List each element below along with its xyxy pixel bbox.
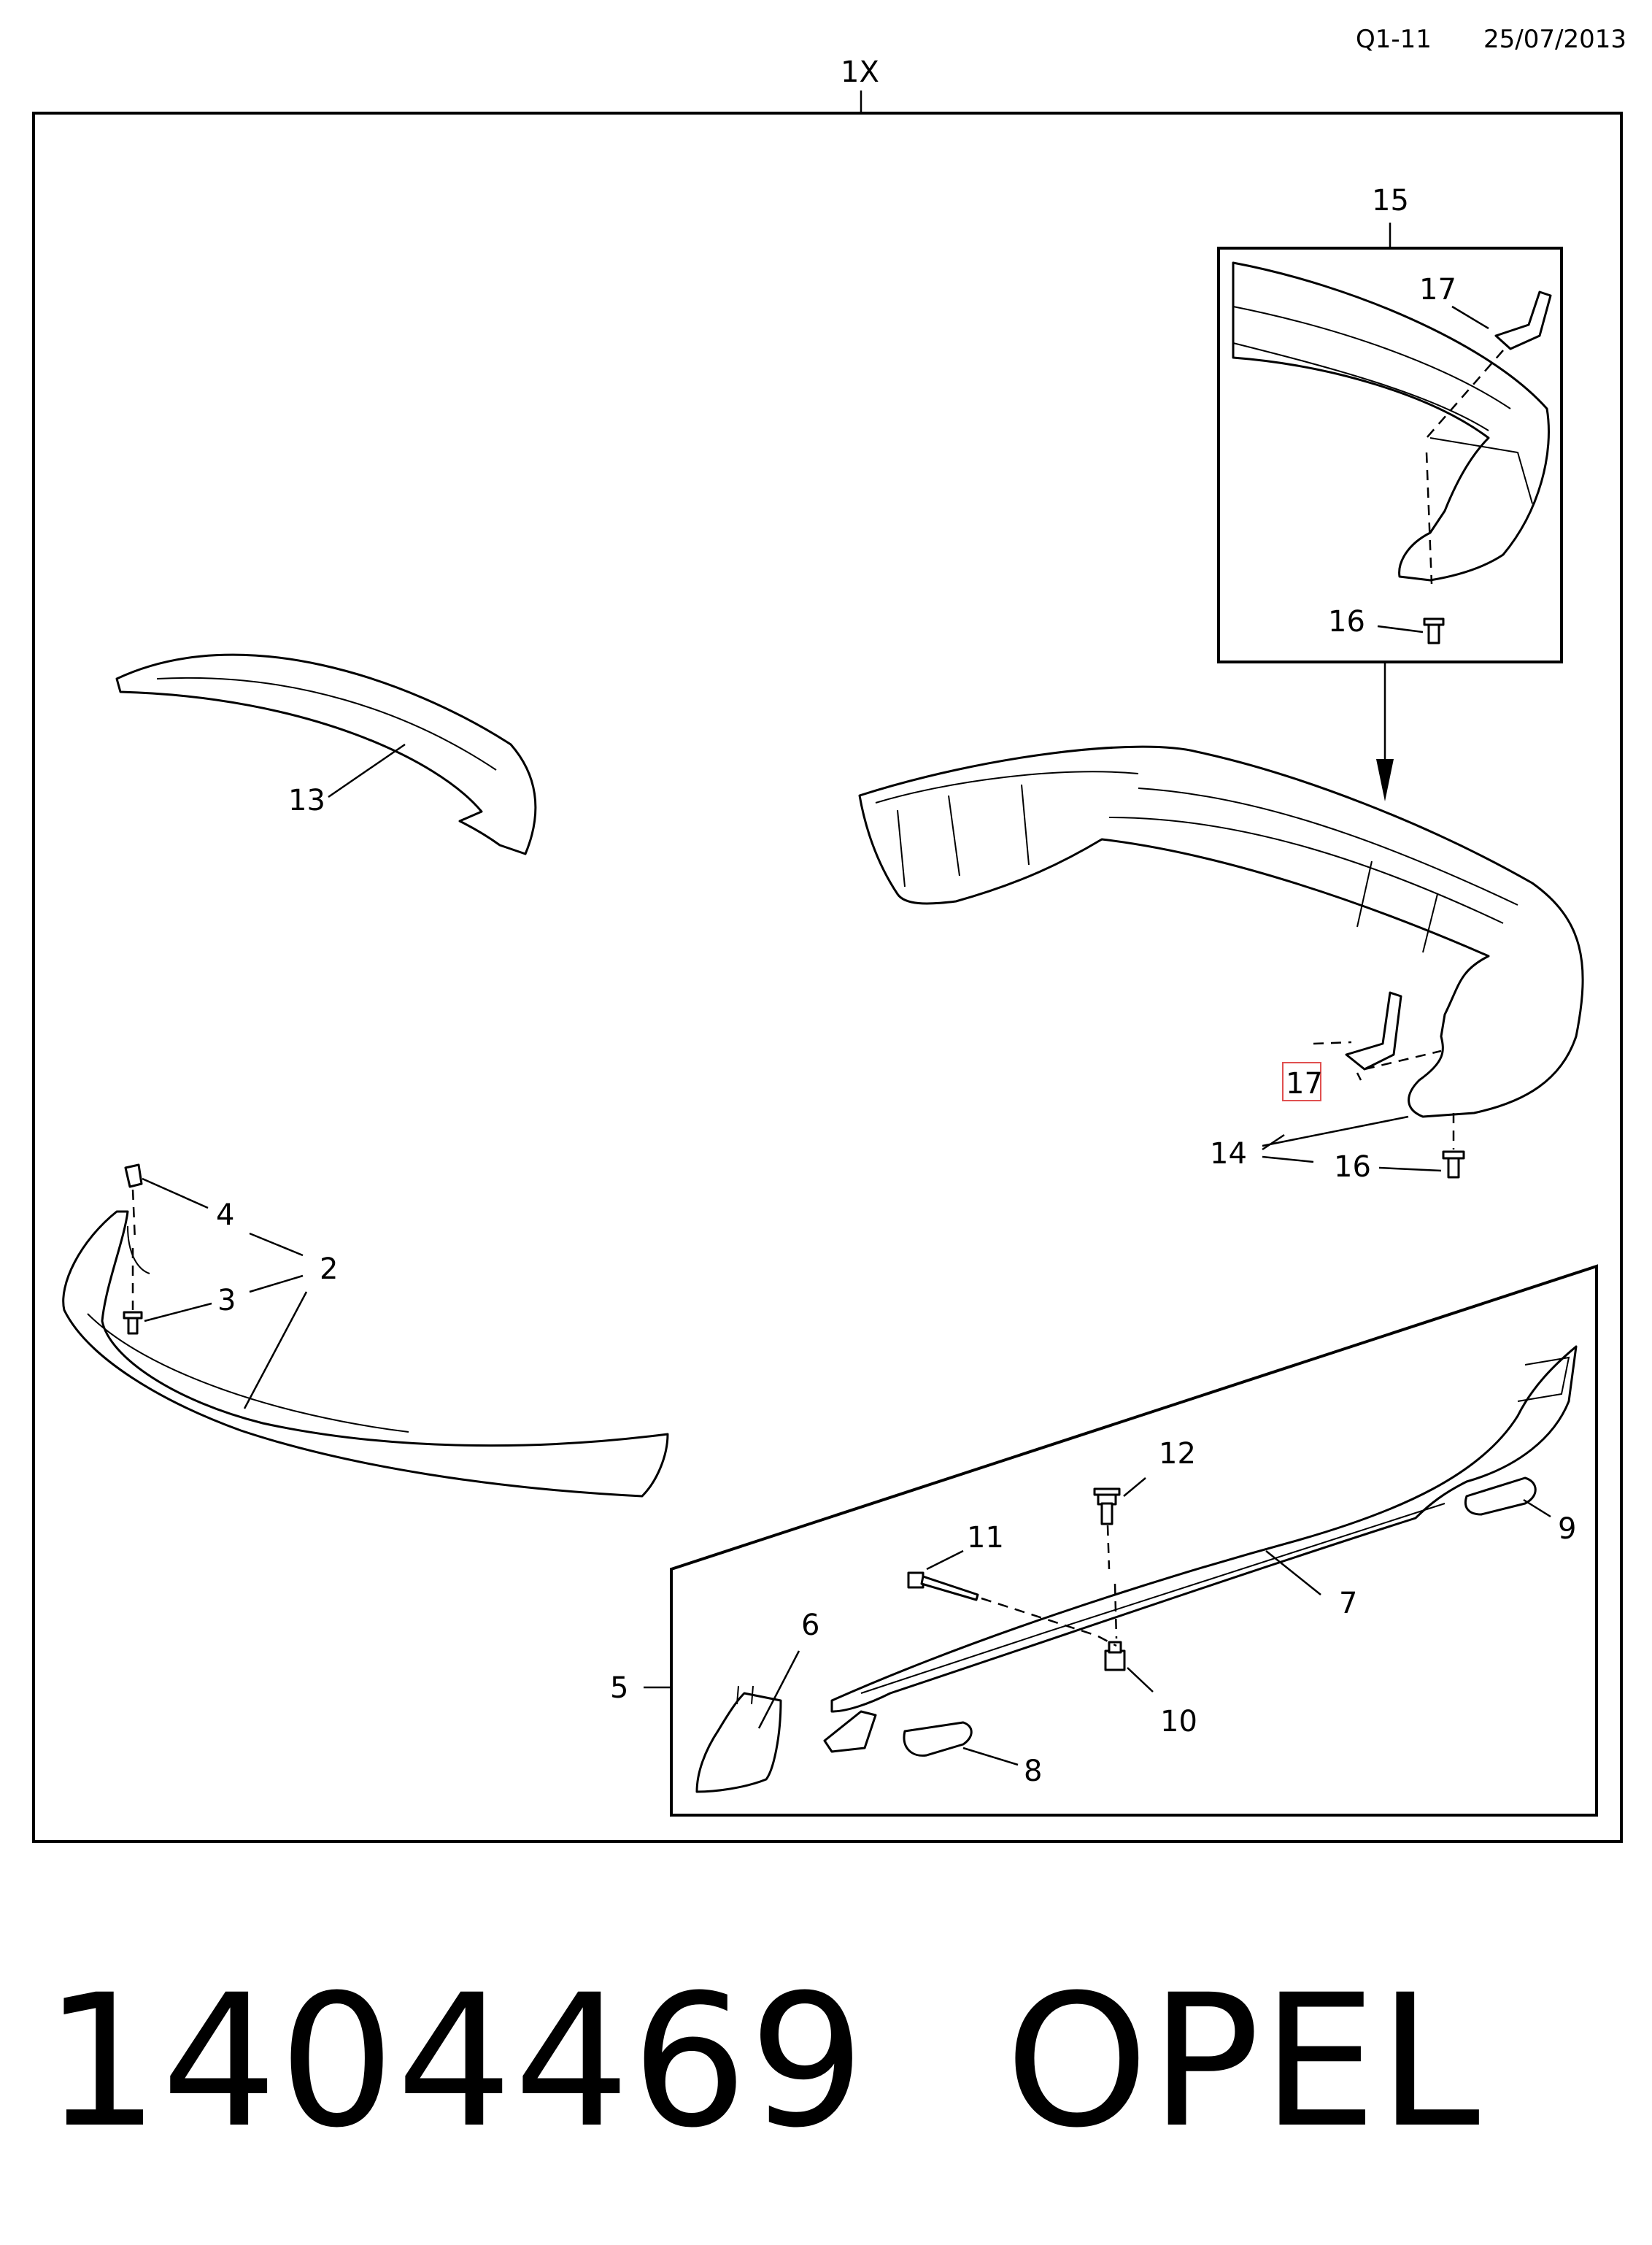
clip-part-8-b[interactable] — [823, 1710, 877, 1753]
callout-15: 15 — [1372, 184, 1409, 217]
callout-4: 4 — [216, 1198, 234, 1232]
rear-bumper-part-14[interactable] — [858, 745, 1584, 1118]
callout-5: 5 — [610, 1671, 628, 1705]
bracket-17-inset[interactable] — [1494, 290, 1552, 350]
callout-17-highlight — [1282, 1062, 1321, 1101]
callout-2: 2 — [320, 1252, 338, 1286]
screw-16-inset[interactable] — [1423, 617, 1445, 644]
bracket-17[interactable] — [1345, 991, 1402, 1071]
rear-bumper-detail-inset[interactable] — [1232, 261, 1550, 582]
callout-16-inset: 16 — [1328, 605, 1365, 639]
callout-3: 3 — [217, 1284, 236, 1317]
callout-11: 11 — [967, 1521, 1004, 1555]
assembly-label: 1X — [841, 55, 879, 89]
fastener-part-10[interactable] — [1104, 1641, 1126, 1671]
clip-part-9[interactable] — [1464, 1476, 1537, 1516]
brand-name: OPEL — [1005, 1955, 1482, 2168]
clip-part-8[interactable] — [903, 1721, 973, 1757]
part-number: 1404469 — [44, 1955, 867, 2168]
end-cap-part-6[interactable] — [695, 1685, 782, 1793]
bolt-part-11[interactable] — [907, 1571, 979, 1601]
callout-17: 17 — [1286, 1067, 1323, 1101]
grommet-part-12[interactable] — [1093, 1487, 1121, 1525]
inset-frame-15 — [1217, 247, 1563, 663]
screw-16[interactable] — [1442, 1150, 1465, 1179]
side-skirt-part-7[interactable] — [830, 1345, 1578, 1713]
callout-13: 13 — [288, 784, 325, 817]
callout-8: 8 — [1024, 1755, 1042, 1788]
callout-10: 10 — [1160, 1705, 1197, 1738]
spoiler-part-13[interactable] — [115, 653, 537, 855]
front-spoiler-part-2[interactable] — [62, 1210, 669, 1498]
callout-9: 9 — [1558, 1512, 1576, 1546]
screw-3[interactable] — [123, 1311, 143, 1335]
callout-17-inset: 17 — [1419, 273, 1456, 307]
inset-frame-5-outline — [670, 1264, 1598, 1817]
diagram-code: Q1-11 — [1356, 25, 1432, 54]
diagram-date: 25/07/2013 — [1483, 25, 1626, 54]
callout-12: 12 — [1159, 1437, 1196, 1471]
clip-4[interactable] — [124, 1163, 143, 1188]
callout-6: 6 — [801, 1609, 819, 1642]
callout-14: 14 — [1210, 1137, 1247, 1171]
parts-diagram: 1X 13 15 17 16 — [32, 55, 1623, 1843]
assembly-frame — [32, 112, 1623, 1843]
callout-16: 16 — [1334, 1150, 1371, 1184]
detail-arrow — [1376, 663, 1394, 801]
callout-7: 7 — [1339, 1587, 1357, 1620]
